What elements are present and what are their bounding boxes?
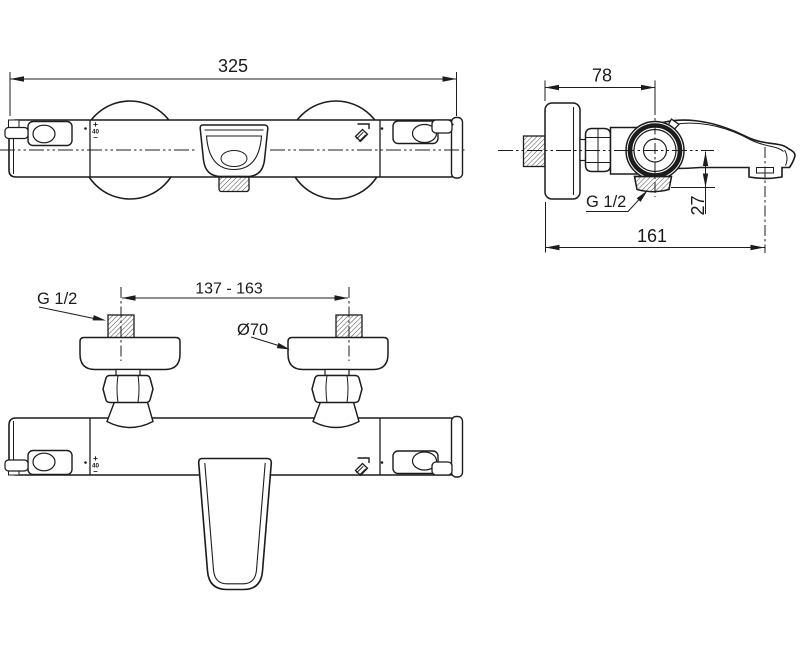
- dim-overall-width: 325: [9, 56, 457, 116]
- right-inlet-cone: [312, 399, 360, 429]
- temp-plus: +: [93, 119, 98, 129]
- temp-value-bottom: 40: [92, 463, 100, 470]
- left-handle-detail: [32, 124, 56, 144]
- inlet-thread-label: G 1/2: [37, 290, 106, 321]
- temp-scale-bottom: + 40 –: [84, 453, 99, 476]
- right-union-collar: [324, 368, 350, 377]
- dim-outlet-offset: 27: [671, 151, 715, 216]
- spout-bottom-inner-line: [204, 462, 266, 585]
- right-end-plate-bottom: [450, 415, 464, 478]
- connections-view: + 40 – 137 - 163 G 1/2 Ø70: [4, 281, 464, 591]
- right-end-plate: [450, 116, 464, 179]
- diverter-cup: [199, 124, 269, 193]
- right-union-nut: [311, 374, 363, 404]
- temp-minus: –: [93, 133, 98, 142]
- dim-total-depth-text: 161: [637, 226, 667, 246]
- right-index-dot: [380, 127, 384, 130]
- inlet-thread-text: G 1/2: [37, 290, 77, 308]
- shower-icon: [354, 123, 370, 143]
- dim-inlet-spacing: 137 - 163: [122, 281, 348, 301]
- dim-depth: 78: [544, 66, 656, 104]
- outlet-thread-label: G 1/2: [586, 190, 648, 212]
- left-wall-flange: [79, 336, 181, 371]
- right-index-dot-bottom: [380, 461, 384, 464]
- spout-bottom: [197, 457, 273, 591]
- right-handle-detail-bottom: [411, 451, 438, 471]
- left-union-collar: [115, 368, 141, 377]
- dim-total-depth: 161: [545, 202, 765, 253]
- dim-depth-text: 78: [592, 66, 612, 86]
- spout-bottom-outline: [197, 457, 273, 591]
- temp-index-dot-bottom: [84, 461, 87, 464]
- temp-scale-front: + 40 –: [84, 119, 99, 142]
- temp-index-dot: [84, 127, 87, 130]
- left-union-nut: [102, 374, 154, 404]
- temp-value: 40: [92, 129, 100, 136]
- shower-outlet-thread: [633, 175, 673, 193]
- right-handle-tab: [431, 119, 453, 134]
- side-view: 78 161 27 G 1/2: [498, 66, 796, 253]
- temp-plus-bottom: +: [93, 453, 98, 463]
- left-corner-detail: [8, 119, 20, 128]
- left-edge-nub-bottom: [4, 459, 29, 472]
- dim-inlet-spacing-text: 137 - 163: [195, 281, 263, 298]
- cup-threaded-stub: [218, 175, 250, 193]
- left-edge-nub: [4, 126, 29, 140]
- temp-minus-bottom: –: [93, 467, 98, 476]
- shower-icon-bottom: [354, 457, 370, 477]
- left-inlet-cone: [106, 399, 154, 429]
- right-union-nut-facets: [325, 375, 349, 403]
- wall-thread-side: [522, 135, 546, 168]
- spout-top-inner-line: [663, 122, 784, 152]
- left-union-nut-facets: [116, 375, 140, 403]
- right-cap-dot: [451, 123, 454, 126]
- right-wall-flange: [287, 336, 389, 371]
- spout-tip-line: [784, 149, 788, 166]
- dim-outlet-offset-text: 27: [688, 195, 708, 215]
- front-view: + 40 – 325: [0, 56, 467, 200]
- cup-outlet-hole: [220, 150, 248, 167]
- flange-diameter-text: Ø70: [237, 321, 268, 339]
- flange-diameter-label: Ø70: [237, 321, 290, 350]
- left-handle-detail-bottom: [32, 452, 56, 472]
- spout-outline: [647, 119, 796, 180]
- outlet-thread-text: G 1/2: [586, 193, 626, 211]
- dim-overall-width-text: 325: [218, 56, 248, 76]
- cup-bowl: [205, 135, 263, 171]
- right-handle-tab-bottom: [431, 461, 453, 476]
